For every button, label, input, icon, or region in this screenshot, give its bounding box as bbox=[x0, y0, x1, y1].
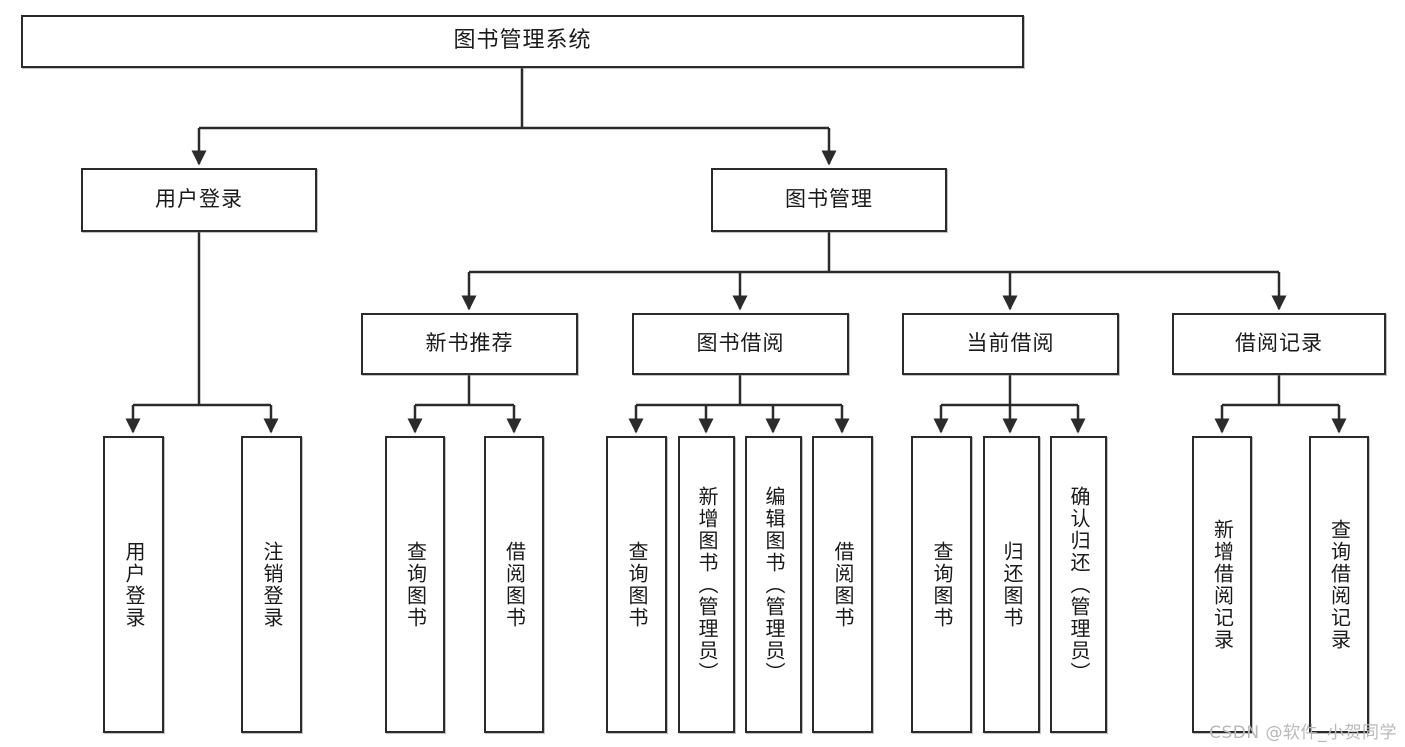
leaf-label: 查询借阅记录 bbox=[1327, 518, 1352, 651]
leaf-label: 查询图书 bbox=[403, 540, 428, 629]
leaf-label: 注销登录 bbox=[260, 540, 284, 629]
leaf-confirm-return-admin[interactable]: 确认归还（管理员） bbox=[1050, 436, 1107, 733]
leaf-return-book[interactable]: 归还图书 bbox=[983, 436, 1040, 733]
leaf-user-login[interactable]: 用户登录 bbox=[103, 436, 164, 733]
watermark-text: CSDN @软件_小贺同学 bbox=[1209, 723, 1397, 743]
leaf-borrow-book-recommend[interactable]: 借阅图书 bbox=[484, 436, 544, 733]
node-borrow-record[interactable]: 借阅记录 bbox=[1172, 313, 1386, 375]
leaf-add-borrow-record[interactable]: 新增借阅记录 bbox=[1192, 436, 1252, 733]
leaf-label: 查询图书 bbox=[625, 540, 649, 629]
leaf-label: 借阅图书 bbox=[502, 540, 527, 629]
leaf-borrow-book[interactable]: 借阅图书 bbox=[812, 436, 873, 733]
leaf-edit-book-admin[interactable]: 编辑图书（管理员） bbox=[745, 436, 802, 733]
leaf-add-book-admin[interactable]: 新增图书（管理员） bbox=[678, 436, 735, 733]
leaf-label: 编辑图书（管理员） bbox=[762, 485, 786, 684]
node-user-login[interactable]: 用户登录 bbox=[81, 168, 317, 232]
node-book-borrow[interactable]: 图书借阅 bbox=[632, 313, 849, 375]
node-root-system[interactable]: 图书管理系统 bbox=[21, 15, 1024, 68]
leaf-label: 新增图书（管理员） bbox=[695, 485, 719, 684]
leaf-logout[interactable]: 注销登录 bbox=[241, 436, 302, 733]
leaf-label: 用户登录 bbox=[122, 540, 146, 629]
leaf-label: 借阅图书 bbox=[831, 540, 855, 629]
node-new-book-recommend[interactable]: 新书推荐 bbox=[361, 313, 578, 375]
leaf-query-borrow-record[interactable]: 查询借阅记录 bbox=[1309, 436, 1369, 733]
leaf-label: 新增借阅记录 bbox=[1210, 518, 1235, 651]
leaf-query-book-current[interactable]: 查询图书 bbox=[911, 436, 972, 733]
node-current-borrow[interactable]: 当前借阅 bbox=[902, 313, 1119, 375]
leaf-label: 归还图书 bbox=[1000, 540, 1024, 629]
leaf-query-book-recommend[interactable]: 查询图书 bbox=[385, 436, 445, 733]
leaf-query-book-borrow[interactable]: 查询图书 bbox=[606, 436, 667, 733]
leaf-label: 确认归还（管理员） bbox=[1067, 485, 1091, 684]
leaf-label: 查询图书 bbox=[930, 540, 954, 629]
node-book-manage[interactable]: 图书管理 bbox=[711, 168, 947, 232]
